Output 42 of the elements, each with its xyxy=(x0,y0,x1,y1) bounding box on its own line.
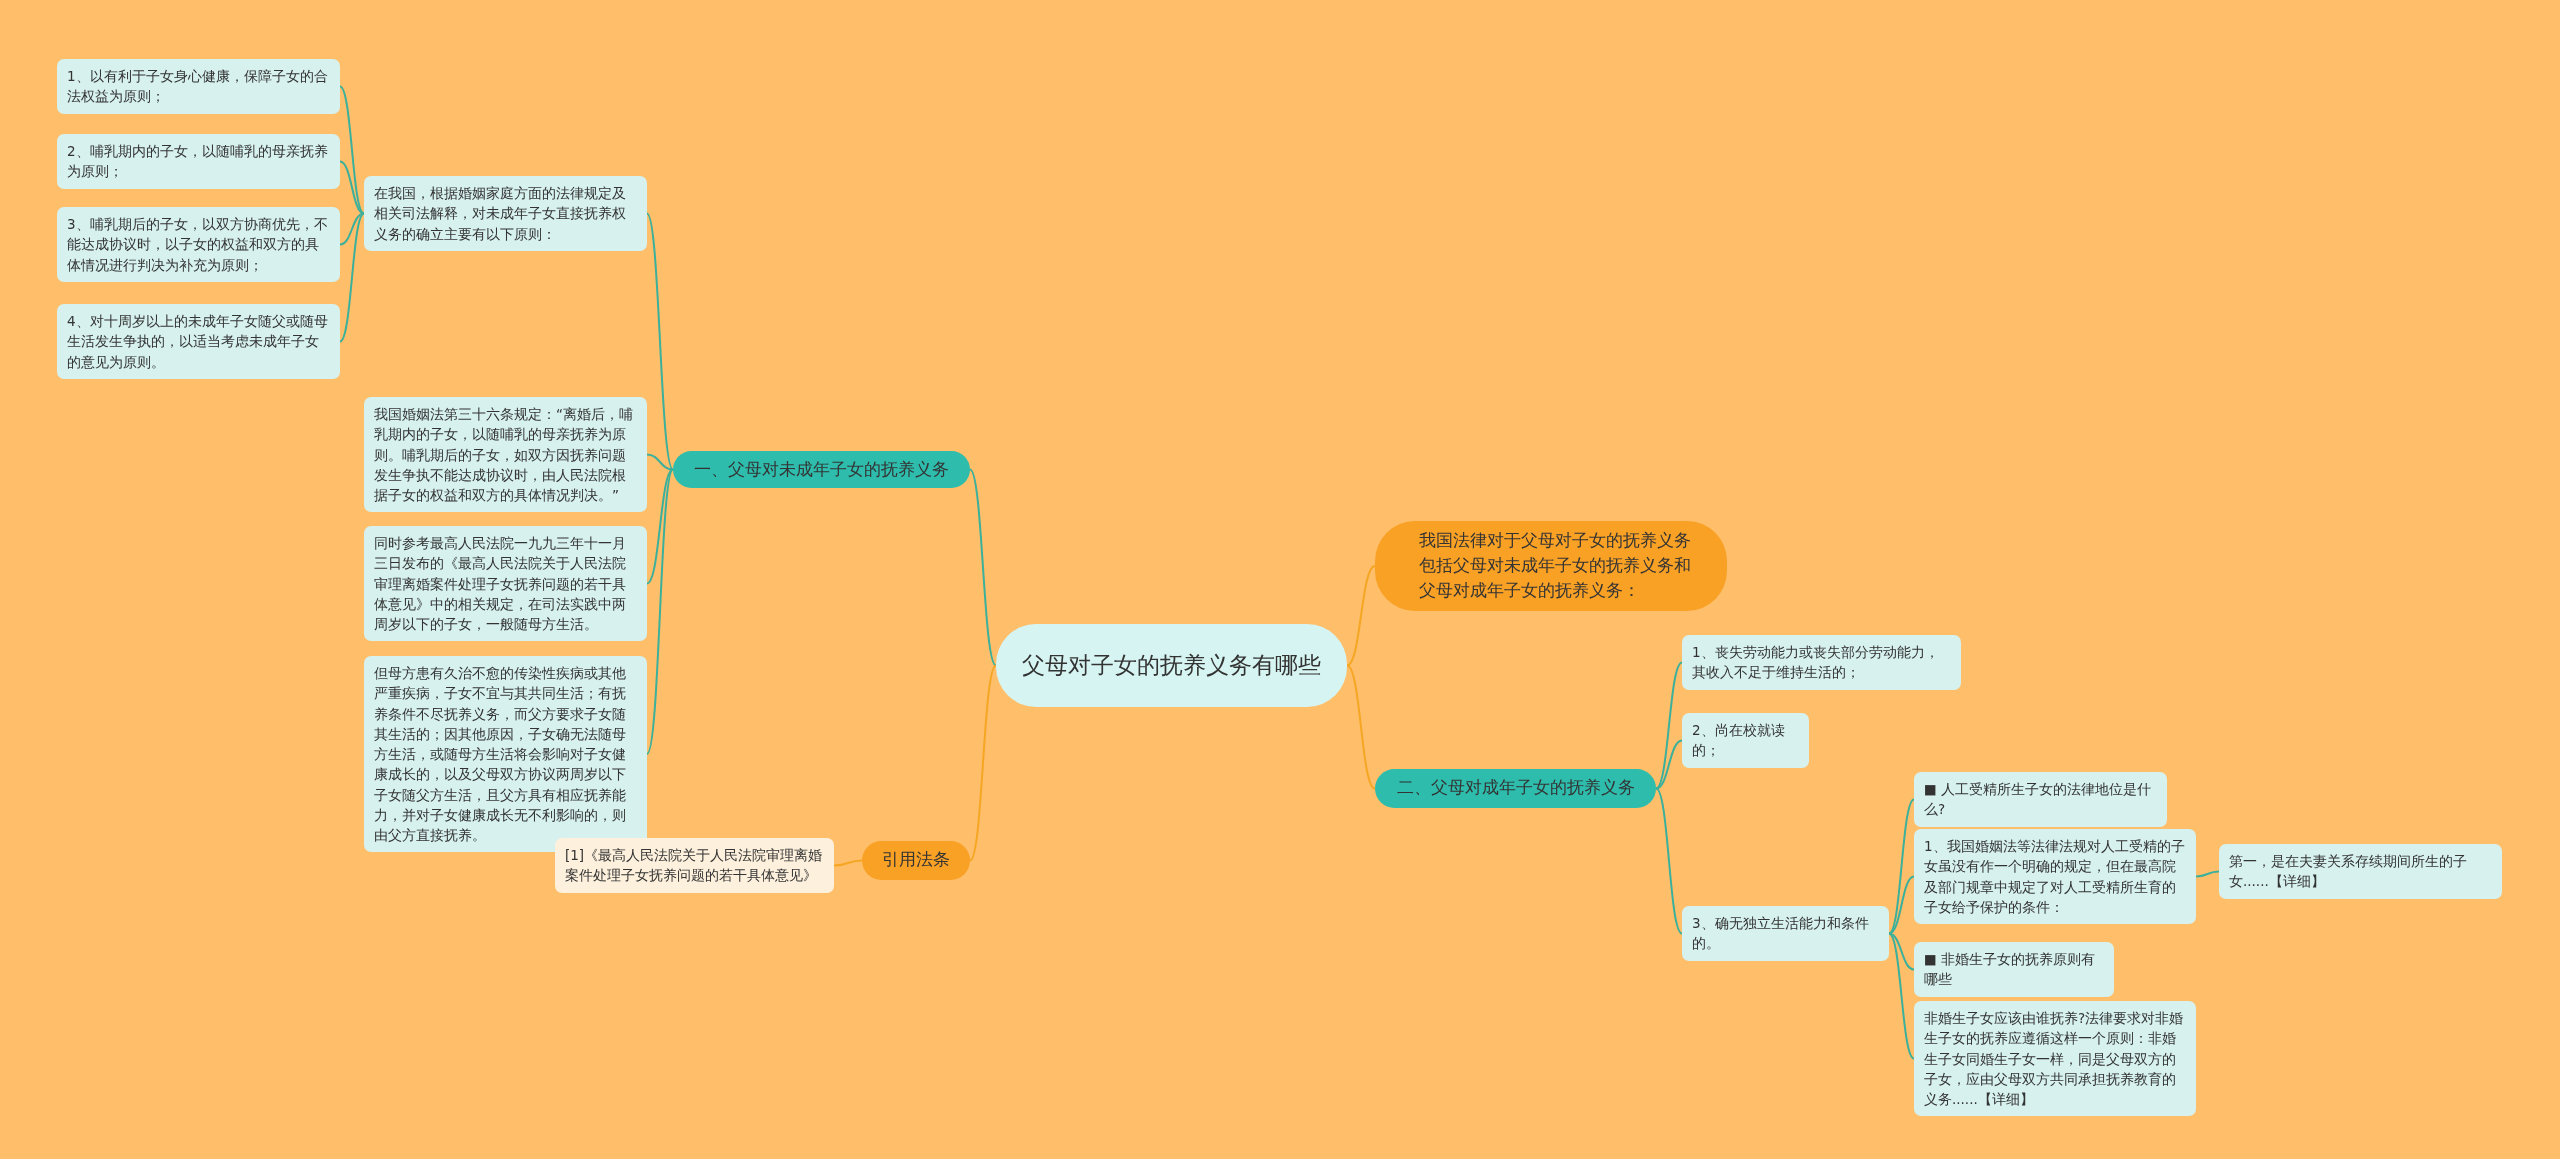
connector xyxy=(646,468,674,755)
text-card: ■ 人工受精所生子女的法律地位是什么? xyxy=(1914,772,2167,827)
text-card: 2、哺乳期内的子女，以随哺乳的母亲抚养为原则； xyxy=(57,134,340,189)
text-card: 1、我国婚姻法等法律法规对人工受精的子女虽没有作一个明确的规定，但在最高院及部门规章中规定了对人工受精所生育的子女给予保护的条件： xyxy=(1914,829,2196,924)
text-card: 3、确无独立生活能力和条件的。 xyxy=(1682,906,1889,961)
connector xyxy=(646,453,674,471)
central-topic: 父母对子女的抚养义务有哪些 xyxy=(996,624,1347,707)
connector xyxy=(339,212,365,246)
connector xyxy=(1655,739,1683,790)
connector xyxy=(833,859,863,867)
branch-topic: 引用法条 xyxy=(862,841,970,880)
text-card: 2、尚在校就读的； xyxy=(1682,713,1809,768)
text-card: 1、以有利于子女身心健康，保障子女的合法权益为原则； xyxy=(57,59,340,114)
connector xyxy=(1346,664,1376,790)
connector xyxy=(339,160,365,215)
branch-topic: 一、父母对未成年子女的抚养义务 xyxy=(673,451,970,488)
connector xyxy=(2195,870,2220,878)
connector xyxy=(646,468,674,585)
reference-card: [1]《最高人民法院关于人民法院审理离婚案件处理子女抚养问题的若干具体意见》 xyxy=(555,838,834,893)
text-card: 第一，是在夫妻关系存续期间所生的子女......【详细】 xyxy=(2219,844,2502,899)
text-card: 3、哺乳期后的子女，以双方协商优先，不能达成协议时，以子女的权益和双方的具体情况进行判决为补充为原则； xyxy=(57,207,340,282)
connector xyxy=(646,212,674,471)
connector xyxy=(1655,661,1683,790)
connector xyxy=(1346,565,1376,667)
connector xyxy=(1888,932,1915,971)
text-card: ■ 非婚生子女的抚养原则有哪些 xyxy=(1914,942,2114,997)
connector xyxy=(1888,875,1915,935)
connector xyxy=(1888,932,1915,1060)
text-card: 在我国，根据婚姻家庭方面的法律规定及相关司法解释，对未成年子女直接抚养权义务的确立主要有以下原则： xyxy=(364,176,647,251)
summary-topic: 我国法律对于父母对子女的抚养义务包括父母对未成年子女的抚养义务和父母对成年子女的抚养义务： xyxy=(1375,521,1727,612)
connector xyxy=(969,468,997,667)
connector xyxy=(339,85,365,215)
connector xyxy=(969,664,997,862)
text-card: 同时参考最高人民法院一九九三年十一月三日发布的《最高人民法院关于人民法院审理离婚案件处理子女抚养问题的若干具体意见》中的相关规定，在司法实践中两周岁以下的子女，一般随母方生活。 xyxy=(364,526,647,642)
connector xyxy=(339,212,365,343)
text-card: 4、对十周岁以上的未成年子女随父或随母生活发生争执的，以适当考虑未成年子女的意见为原则。 xyxy=(57,304,340,379)
text-card: 我国婚姻法第三十六条规定：“离婚后，哺乳期内的子女，以随哺乳的母亲抚养为原则。哺乳期后的子女，如双方因抚养问题发生争执不能达成协议时，由人民法院根据子女的权益和双方的具体情况判决。” xyxy=(364,397,647,513)
text-card: 1、丧失劳动能力或丧失部分劳动能力，其收入不足于维持生活的； xyxy=(1682,635,1961,690)
connector xyxy=(1888,798,1915,935)
connector xyxy=(1655,787,1683,935)
text-card: 非婚生子女应该由谁抚养?法律要求对非婚生子女的抚养应遵循这样一个原则：非婚生子女同婚生子女一样，同是父母双方的子女，应由父母双方共同承担抚养教育的义务......【详细】 xyxy=(1914,1001,2196,1117)
branch-topic: 二、父母对成年子女的抚养义务 xyxy=(1375,769,1656,808)
